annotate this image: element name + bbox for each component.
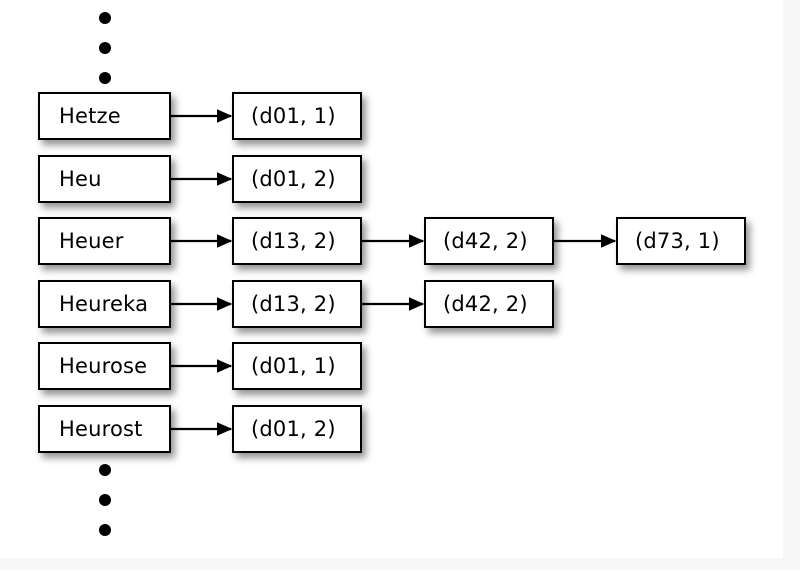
posting-node-col2-label: (d01, 1): [251, 354, 336, 378]
posting-node-col2-4[interactable]: (d01, 1): [232, 342, 362, 390]
term-node-3[interactable]: Heureka: [38, 280, 171, 328]
term-node-4[interactable]: Heurose: [38, 342, 171, 390]
posting-node-col2-3[interactable]: (d13, 2): [232, 280, 362, 328]
posting-node-col3-label: (d42, 2): [443, 229, 528, 253]
posting-node-col2-label: (d01, 2): [251, 167, 336, 191]
posting-node-col3-label: (d42, 2): [443, 292, 528, 316]
term-node-label: Heu: [59, 167, 102, 191]
posting-node-col2-5[interactable]: (d01, 2): [232, 405, 362, 453]
ellipsis-dot: [99, 464, 111, 476]
posting-node-col2-2[interactable]: (d13, 2): [232, 217, 362, 265]
posting-node-col2-label: (d01, 2): [251, 417, 336, 441]
ellipsis-dot: [99, 494, 111, 506]
posting-node-col3-0[interactable]: (d42, 2): [424, 217, 554, 265]
ellipsis-dot: [99, 72, 111, 84]
posting-node-col2-1[interactable]: (d01, 2): [232, 155, 362, 203]
term-node-label: Heurose: [59, 354, 148, 378]
ellipsis-dot: [99, 42, 111, 54]
posting-node-col4-0[interactable]: (d73, 1): [616, 217, 746, 265]
term-node-2[interactable]: Heuer: [38, 217, 171, 265]
ellipsis-dot: [99, 12, 111, 24]
term-node-5[interactable]: Heurost: [38, 405, 171, 453]
term-node-label: Heureka: [59, 292, 149, 316]
posting-node-col3-1[interactable]: (d42, 2): [424, 280, 554, 328]
term-node-label: Heuer: [59, 229, 124, 253]
posting-node-col2-label: (d13, 2): [251, 292, 336, 316]
term-node-label: Heurost: [59, 417, 143, 441]
posting-node-col2-0[interactable]: (d01, 1): [232, 92, 362, 140]
term-node-label: Hetze: [59, 104, 121, 128]
term-node-1[interactable]: Heu: [38, 155, 171, 203]
ellipsis-dot: [99, 524, 111, 536]
posting-node-col2-label: (d13, 2): [251, 229, 336, 253]
vertical-ellipsis-top: [99, 12, 111, 84]
term-node-0[interactable]: Hetze: [38, 92, 171, 140]
posting-node-col4-label: (d73, 1): [635, 229, 720, 253]
posting-node-col2-label: (d01, 1): [251, 104, 336, 128]
vertical-ellipsis-bottom: [99, 464, 111, 536]
